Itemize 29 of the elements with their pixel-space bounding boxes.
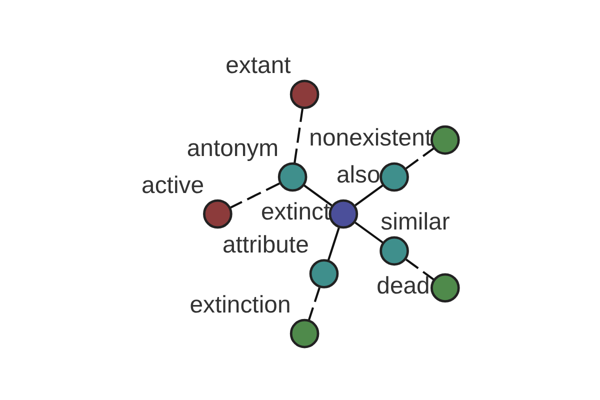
connector [230,182,280,208]
node-label: dead [376,272,430,300]
node-label: antonym [186,134,279,162]
node-circle [380,236,409,266]
node-label: extant [226,52,291,79]
connector [406,258,435,280]
node-circle [430,124,460,154]
connector [327,227,340,261]
node-label: active [142,171,204,198]
node-circle [430,272,460,302]
node-circle [203,198,232,228]
connector [308,286,320,320]
connector [406,146,435,169]
node-circle [278,162,308,192]
connector [294,107,304,163]
node-circle [290,79,320,109]
node-label: attribute [222,231,309,258]
connector [354,221,384,244]
node-circle [380,162,409,192]
node-circle [328,198,358,228]
node-label: extinction [190,290,291,318]
node-circle [290,318,320,348]
node-label: nonexistent [309,124,432,152]
connector [302,184,332,206]
node-circle [309,258,339,288]
node-label: similar [380,208,450,236]
node-label: also [336,161,380,188]
node-label: extinct [260,198,330,226]
connector [354,184,384,206]
